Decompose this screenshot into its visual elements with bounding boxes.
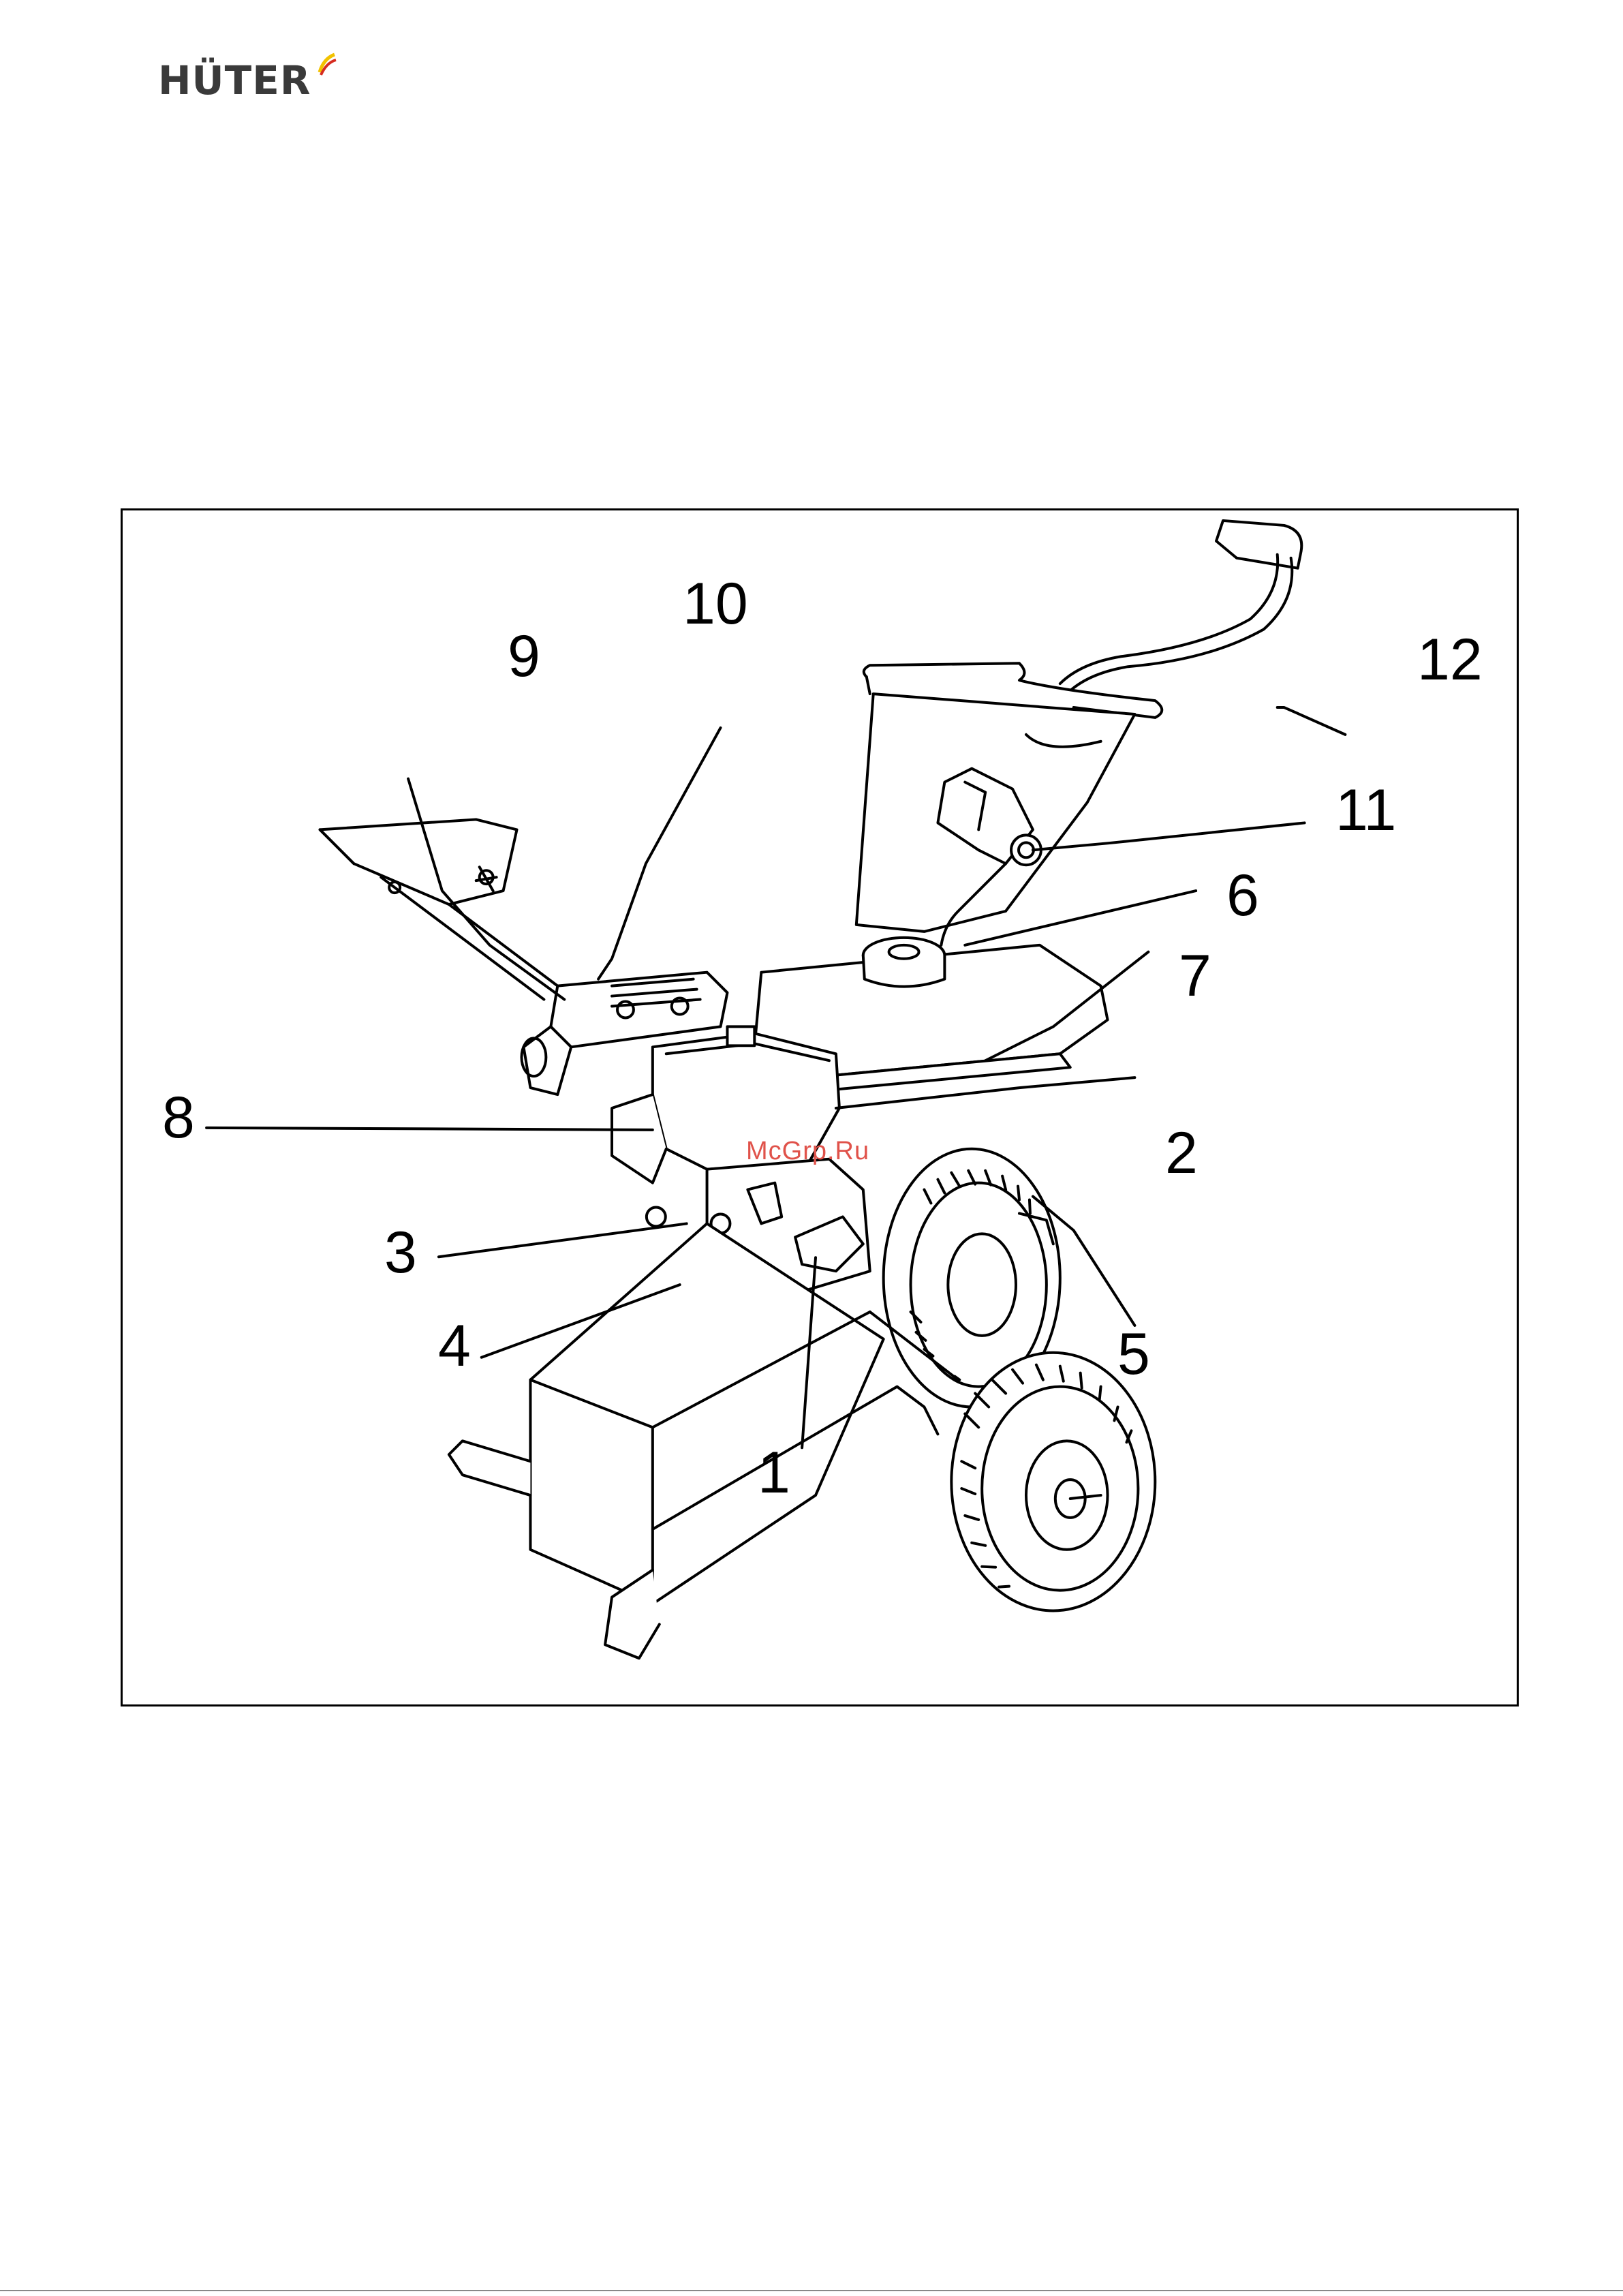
brand-logo-mark-icon	[317, 52, 337, 79]
callout-7: 7	[1179, 947, 1211, 1005]
callout-4: 4	[438, 1317, 471, 1375]
callout-11: 11	[1335, 781, 1396, 840]
brand-logo-text: HÜTER	[158, 57, 311, 104]
figure-frame: 10 9 12 11 6 7 8 2 3 4 5 1	[121, 508, 1519, 1706]
callout-10: 10	[683, 575, 748, 633]
page-bottom-rule	[0, 2290, 1623, 2291]
watermark-text: McGrp.Ru	[746, 1137, 869, 1166]
callout-6: 6	[1226, 866, 1259, 925]
brand-logo: HÜTER	[158, 56, 311, 105]
callout-1: 1	[758, 1443, 790, 1502]
callout-12: 12	[1417, 630, 1483, 689]
callout-9: 9	[508, 627, 540, 686]
callout-2: 2	[1165, 1124, 1198, 1182]
callout-5: 5	[1117, 1325, 1150, 1383]
callout-3: 3	[384, 1223, 417, 1282]
callout-8: 8	[162, 1088, 195, 1147]
wood-chipper-illustration	[123, 510, 1517, 1704]
